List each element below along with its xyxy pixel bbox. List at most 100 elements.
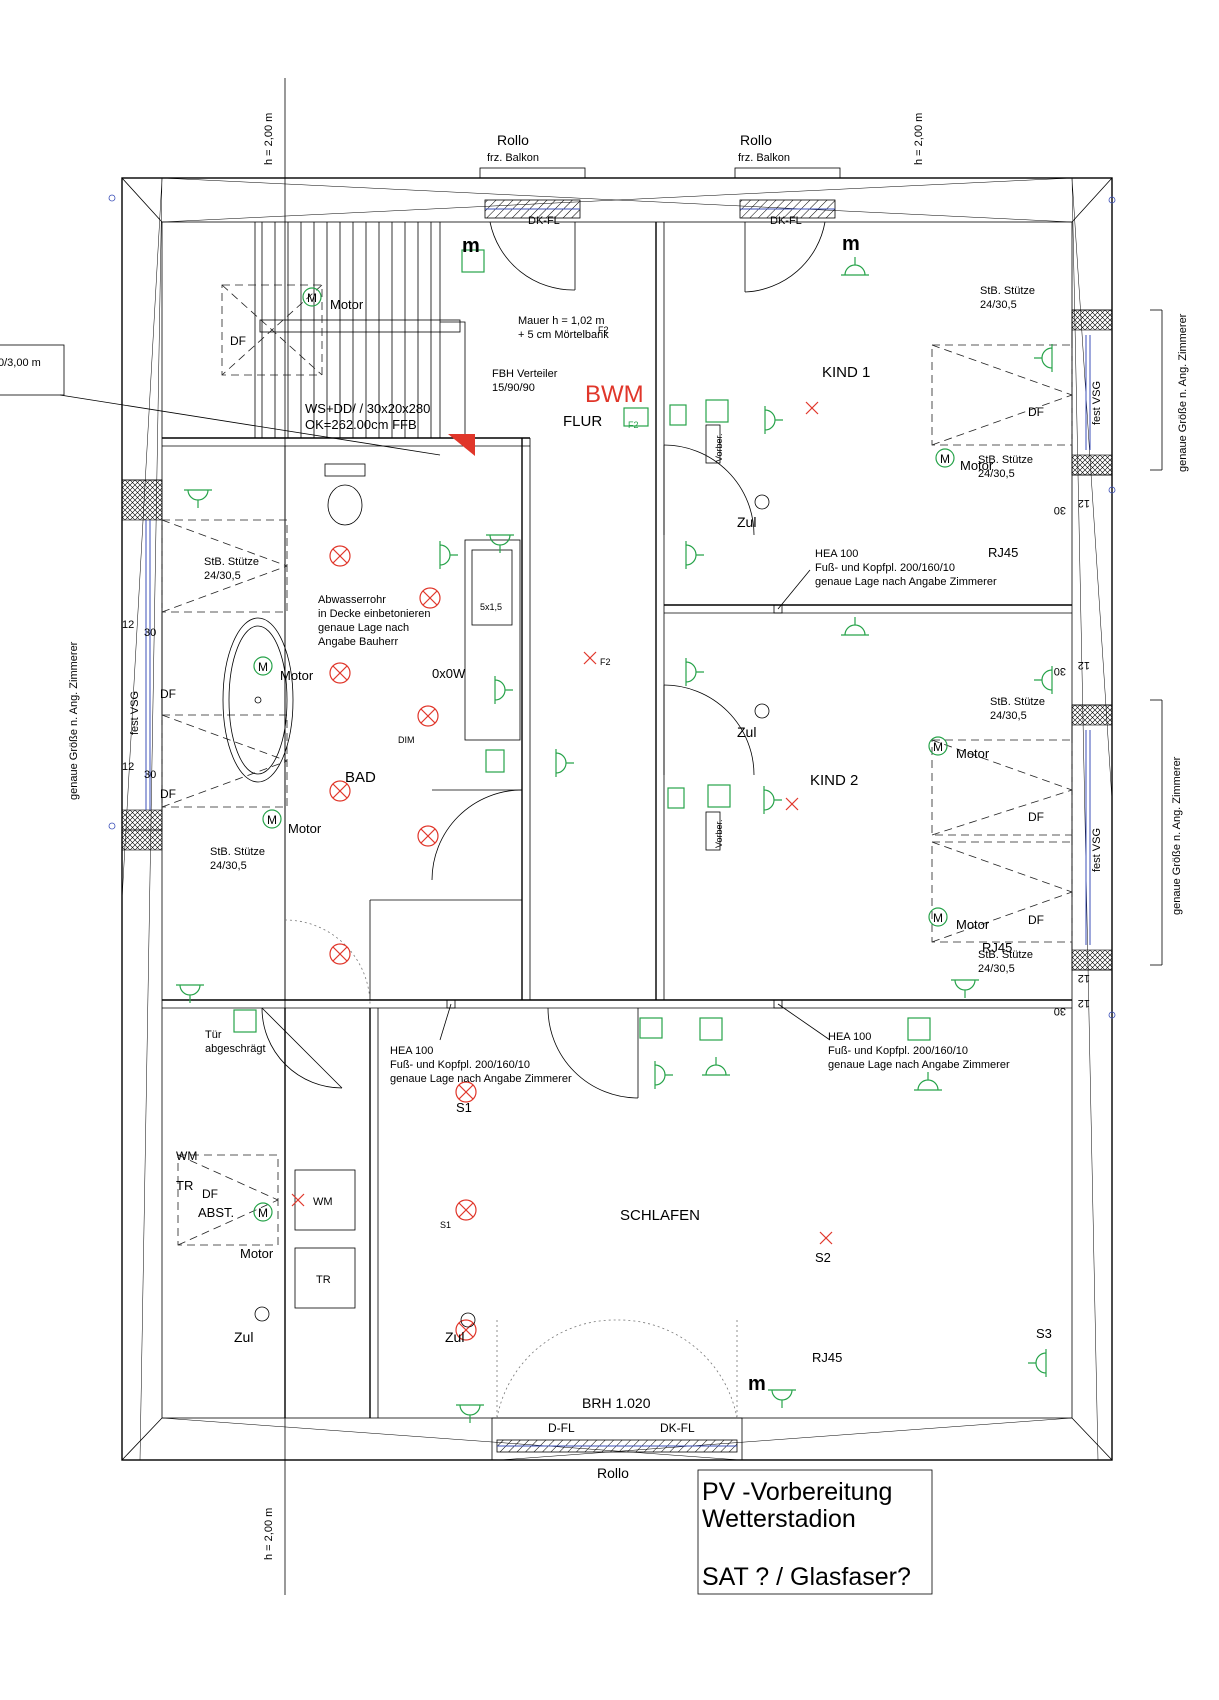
socket-icon — [763, 786, 782, 814]
stuetze-kind2-b-1: StB. Stütze — [978, 949, 1033, 961]
ceiling-light-icon — [419, 587, 441, 609]
fest-vsg-right-1: fest VSG — [1091, 381, 1103, 425]
rollo-label-1: Rollo — [497, 132, 529, 148]
dim-30-left-2: 30 — [144, 769, 156, 781]
dim-30-right-1: 30 — [1054, 504, 1066, 516]
zul-kind2: Zul — [737, 724, 756, 740]
s3-label: S3 — [1036, 1326, 1052, 1341]
ceiling-lights — [329, 545, 477, 1341]
window-top-left — [479, 167, 586, 291]
hea-left-1: HEA 100 — [390, 1045, 433, 1057]
dim-12-left-1: 12 — [122, 619, 134, 631]
fest-vsg-left: fest VSG — [129, 691, 141, 735]
abwasser-note-2: in Decke einbetonieren — [318, 608, 431, 620]
socket-icon — [841, 257, 869, 276]
stuetze-kind1-b-1: StB. Stütze — [978, 454, 1033, 466]
bath-fixtures — [222, 463, 521, 783]
ceiling-light-icon — [455, 1199, 477, 1221]
df-bad-1: DF — [160, 687, 176, 701]
height-label-bottom: h = 2,00 m — [263, 1508, 275, 1560]
abwasser-note-1: Abwasserrohr — [318, 594, 386, 606]
dim-12-right-4: 12 — [1078, 997, 1090, 1009]
axis-lines — [0, 78, 1112, 1595]
ceiling-light-icon — [455, 1319, 477, 1341]
socket-icon — [685, 541, 704, 569]
socket-icon — [1028, 1349, 1047, 1377]
motor-kind1: Motor — [960, 458, 994, 473]
socket-icon — [768, 1389, 796, 1408]
socket-icon — [176, 984, 204, 1003]
m-marker-2: m — [842, 233, 860, 255]
supply-air-outlets — [254, 494, 770, 1328]
balkon-label-2: frz. Balkon — [738, 152, 790, 164]
socket-icon — [184, 489, 212, 508]
motor-bad-1: Motor — [280, 668, 314, 683]
stuetze-kind2-a-1: StB. Stütze — [990, 696, 1045, 708]
fest-vsg-right-2: fest VSG — [1091, 828, 1103, 872]
m-symbol-4: M — [267, 813, 277, 827]
df-utility: DF — [202, 1187, 218, 1201]
utility-room — [177, 1154, 356, 1309]
socket-icon — [654, 1061, 673, 1089]
window-bottom — [491, 1319, 743, 1461]
stuetze-bad-a-2: 24/30,5 — [204, 570, 241, 582]
height-label-left: 0/3,00 m — [0, 357, 41, 369]
oxow-label: 0x0W — [432, 666, 466, 681]
socket-icon — [494, 676, 513, 704]
ceiling-light-icon — [329, 780, 351, 802]
stuetze-kind1-a-1: StB. Stütze — [980, 285, 1035, 297]
hea-left-3: genaue Lage nach Angabe Zimmerer — [390, 1073, 572, 1085]
m-symbol-1: M — [307, 291, 317, 305]
stuetze-bad-a-1: StB. Stütze — [204, 556, 259, 568]
interior-walls — [162, 222, 1072, 1418]
rj45-schlafen: RJ45 — [812, 1350, 842, 1365]
dimension-markers — [108, 194, 1163, 1019]
stuetze-kind2-b-2: 24/30,5 — [978, 963, 1015, 975]
ceiling-light-icon — [329, 943, 351, 965]
dkfl-label-2: DK-FL — [770, 215, 802, 227]
socket-icon — [1034, 666, 1053, 694]
tuer-note-2: abgeschrägt — [205, 1043, 266, 1055]
legend-line-3: SAT ? / Glasfaser? — [702, 1563, 911, 1591]
socket-icon — [439, 541, 458, 569]
hea-right-2: Fuß- und Kopfpl. 200/160/10 — [828, 1045, 968, 1057]
mauer-note-1: Mauer h = 1,02 m — [518, 315, 605, 327]
motor-kind2-1: Motor — [956, 746, 990, 761]
beams — [439, 569, 831, 1041]
hea-left-2: Fuß- und Kopfpl. 200/160/10 — [390, 1059, 530, 1071]
df-kind2-2: DF — [1028, 913, 1044, 927]
wm-label: WM — [176, 1149, 197, 1163]
hea-right-3: genaue Lage nach Angabe Zimmerer — [828, 1059, 1010, 1071]
tuer-note-1: Tür — [205, 1029, 222, 1041]
motor-stair: Motor — [330, 297, 364, 312]
fbh-note-2: 15/90/90 — [492, 382, 535, 394]
m-symbol-3: M — [258, 660, 268, 674]
dim-30-right-3: 30 — [1054, 1005, 1066, 1017]
ws-note-1: WS+DD/ / 30x20x280 — [305, 401, 430, 416]
room-bad: BAD — [345, 769, 376, 786]
tr-box-label: TR — [316, 1274, 331, 1286]
m-marker-1: m — [462, 235, 480, 257]
s2-label: S2 — [815, 1250, 831, 1265]
ceiling-light-icon — [417, 705, 439, 727]
zul-utility: Zul — [234, 1329, 253, 1345]
abst-label: ABST. — [198, 1205, 234, 1220]
window-left-bath — [121, 479, 288, 851]
room-flur: FLUR — [563, 413, 602, 430]
abwasser-note-3: genaue Lage nach — [318, 622, 409, 634]
interior-doors — [261, 444, 755, 1099]
socket-icon — [764, 406, 783, 434]
window-top-right — [734, 167, 841, 293]
socket-icon — [1034, 344, 1053, 372]
socket-icon — [951, 979, 979, 998]
tr-label: TR — [176, 1178, 193, 1193]
stuetze-kind1-a-2: 24/30,5 — [980, 299, 1017, 311]
socket-icon — [456, 1404, 484, 1423]
rj45-kind1: RJ45 — [988, 545, 1018, 560]
s1-label-1: S1 — [456, 1100, 472, 1115]
dim-12-right-1: 12 — [1078, 497, 1090, 509]
room-kind2: KIND 2 — [810, 772, 858, 789]
vorber-label-1: Vorber. — [714, 433, 724, 462]
